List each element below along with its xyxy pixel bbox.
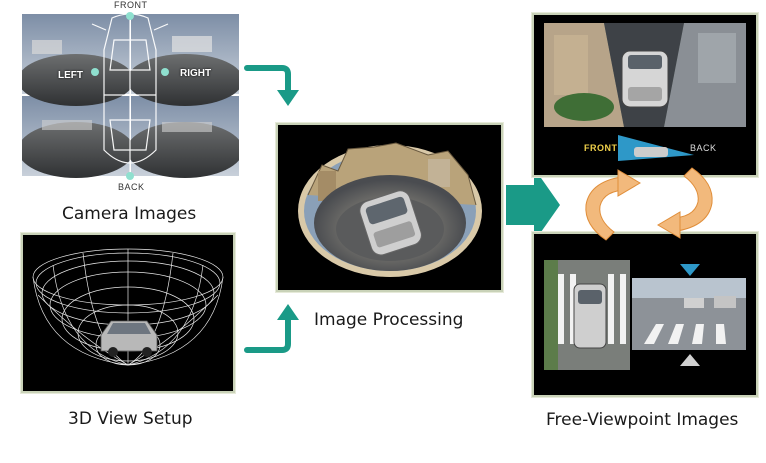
rear-view-graphic bbox=[544, 23, 746, 161]
processed-bowl-graphic bbox=[298, 142, 482, 277]
view-setup-caption: 3D View Setup bbox=[68, 409, 193, 429]
viewpoint-bottom-panel bbox=[532, 232, 758, 397]
arrow-camera-to-processing bbox=[244, 65, 291, 95]
image-processing-panel bbox=[276, 123, 503, 292]
image-processing-caption: Image Processing bbox=[314, 310, 464, 330]
viewpoint-front-label: FRONT bbox=[584, 143, 618, 153]
camera-indicator-top bbox=[680, 264, 700, 276]
camera-images-graphic bbox=[22, 10, 239, 180]
left-camera-label: LEFT bbox=[58, 70, 83, 81]
view-setup-panel bbox=[21, 233, 235, 393]
camera-images-caption: Camera Images bbox=[62, 204, 197, 224]
viewpoint-top-panel: FRONT BACK bbox=[532, 13, 758, 177]
arrow-head-up bbox=[277, 304, 299, 320]
arrow-processing-to-viewpoint bbox=[506, 168, 560, 242]
bowl-mesh-graphic bbox=[32, 248, 224, 366]
cycle-arrow-right bbox=[657, 167, 713, 239]
front-label: FRONT bbox=[114, 0, 148, 10]
viewpoint-back-label: BACK bbox=[690, 143, 717, 153]
camera-indicator-bottom bbox=[680, 354, 700, 366]
split-view-graphic bbox=[544, 260, 746, 370]
right-camera-label: RIGHT bbox=[180, 68, 212, 79]
back-label: BACK bbox=[118, 182, 145, 192]
free-viewpoint-caption: Free-Viewpoint Images bbox=[546, 410, 739, 430]
cycle-arrow-left bbox=[585, 169, 641, 241]
arrow-head-down bbox=[277, 90, 299, 106]
camera-images-panel: LEFT RIGHT bbox=[22, 10, 239, 180]
